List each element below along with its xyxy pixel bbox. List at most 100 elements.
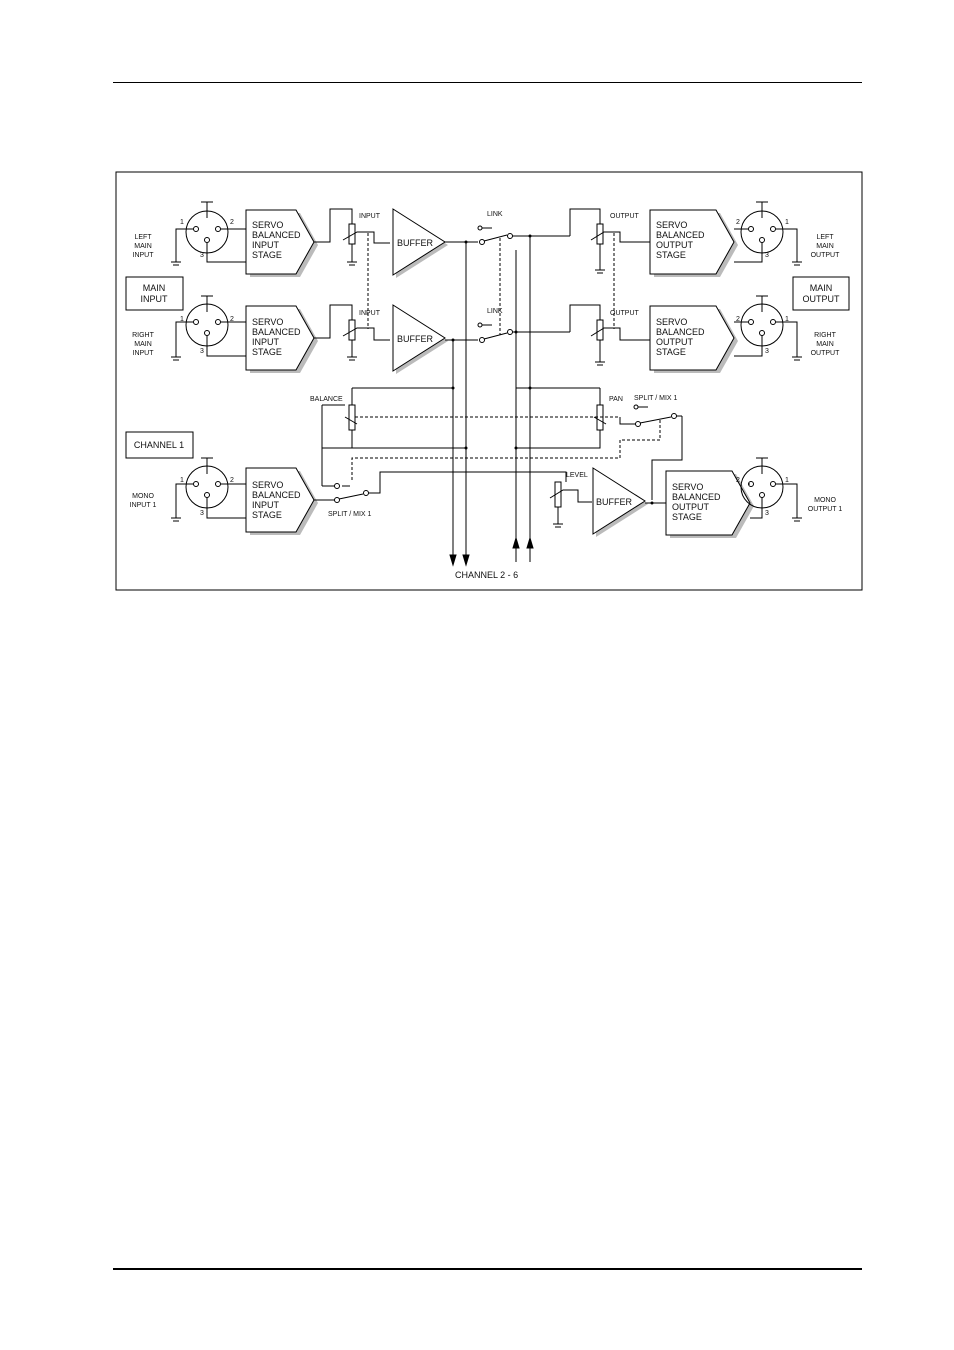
svg-text:OUTPUT: OUTPUT (811, 252, 841, 259)
servo-output-stage-left: SERVO BALANCED OUTPUT STAGE (649, 209, 738, 277)
svg-text:BALANCED: BALANCED (672, 492, 721, 502)
servo-input-stage-right: SERVO BALANCED INPUT STAGE (245, 305, 318, 373)
pin-3: 3 (200, 252, 204, 259)
svg-text:INPUT: INPUT (133, 350, 155, 357)
label-left-main-output: LEFT MAIN OUTPUT (811, 234, 841, 259)
main-output-box: MAIN OUTPUT (792, 276, 850, 311)
label-output: OUTPUT (610, 213, 640, 220)
svg-text:OUTPUT: OUTPUT (656, 240, 694, 250)
output-pot-right (569, 304, 650, 366)
pin-2: 2 (230, 477, 234, 484)
svg-text:STAGE: STAGE (672, 512, 702, 522)
svg-text:MAIN: MAIN (134, 341, 152, 348)
svg-text:INPUT 1: INPUT 1 (130, 502, 157, 509)
svg-text:SERVO: SERVO (252, 220, 283, 230)
servo-output-stage-mono: SERVO BALANCED OUTPUT STAGE (665, 470, 754, 538)
svg-text:STAGE: STAGE (656, 250, 686, 260)
svg-text:OUTPUT: OUTPUT (803, 294, 841, 304)
svg-text:MONO: MONO (814, 497, 836, 504)
svg-text:OUTPUT 1: OUTPUT 1 (808, 506, 843, 513)
pin-1: 1 (180, 219, 184, 226)
label-right-main-input: RIGHT MAIN INPUT (132, 332, 155, 357)
svg-text:BUFFER: BUFFER (596, 497, 633, 507)
pin-3: 3 (200, 348, 204, 355)
pin-2: 2 (736, 316, 740, 323)
svg-text:RIGHT: RIGHT (814, 332, 837, 339)
split-mix-switch-top (633, 404, 683, 500)
servo-input-stage-left: SERVO BALANCED INPUT STAGE (245, 209, 318, 277)
pin-3: 3 (200, 510, 204, 517)
svg-text:MAIN: MAIN (143, 283, 166, 293)
servo-output-stage-right: SERVO BALANCED OUTPUT STAGE (649, 305, 738, 373)
svg-text:RIGHT: RIGHT (132, 332, 155, 339)
pin-3: 3 (765, 252, 769, 259)
svg-text:BALANCED: BALANCED (252, 230, 301, 240)
split-gang (351, 420, 661, 482)
pin-2: 2 (736, 477, 740, 484)
svg-text:LEFT: LEFT (134, 234, 152, 241)
input-pot-left (314, 208, 390, 266)
svg-text:LEFT: LEFT (816, 234, 834, 241)
svg-text:MONO: MONO (132, 493, 154, 500)
xlr-right-main-output (734, 295, 802, 361)
servo-input-stage-mono: SERVO BALANCED INPUT STAGE (245, 467, 318, 535)
svg-text:BALANCED: BALANCED (252, 490, 301, 500)
label-link: LINK (487, 308, 503, 315)
pin-1: 1 (785, 477, 789, 484)
svg-text:SERVO: SERVO (672, 482, 703, 492)
svg-text:MAIN: MAIN (810, 283, 833, 293)
junctions (451, 234, 532, 450)
xlr-right-main-input (171, 295, 248, 361)
label-input: INPUT (359, 310, 381, 317)
svg-text:MAIN: MAIN (134, 243, 152, 250)
main-input-box: MAIN INPUT (125, 276, 184, 311)
pin-3: 3 (765, 348, 769, 355)
svg-text:INPUT: INPUT (252, 240, 280, 250)
label-channel-range: CHANNEL 2 - 6 (455, 570, 518, 580)
svg-text:OUTPUT: OUTPUT (656, 337, 694, 347)
svg-text:MAIN: MAIN (816, 243, 834, 250)
svg-text:BUFFER: BUFFER (397, 238, 434, 248)
label-right-main-output: RIGHT MAIN OUTPUT (811, 332, 841, 357)
svg-text:SERVO: SERVO (656, 317, 687, 327)
svg-text:BUFFER: BUFFER (397, 334, 434, 344)
xlr-left-main-output (734, 201, 802, 266)
pin-1: 1 (180, 477, 184, 484)
svg-text:STAGE: STAGE (656, 347, 686, 357)
svg-text:SERVO: SERVO (656, 220, 687, 230)
bus-wiring (321, 225, 600, 562)
diagram-frame (115, 171, 863, 591)
label-mono-input-1: MONO INPUT 1 (130, 493, 157, 509)
buffer-left: BUFFER (392, 208, 448, 278)
pin-1: 1 (785, 219, 789, 226)
svg-text:INPUT: INPUT (252, 337, 280, 347)
label-left-main-input: LEFT MAIN INPUT (133, 234, 155, 259)
label-split-mix: SPLIT / MIX 1 (328, 511, 372, 518)
svg-text:MAIN: MAIN (816, 341, 834, 348)
level-pot (549, 481, 592, 528)
output-pot-left (569, 208, 650, 274)
svg-text:BALANCED: BALANCED (656, 230, 705, 240)
pin-2: 2 (736, 219, 740, 226)
svg-text:OUTPUT: OUTPUT (811, 350, 841, 357)
label-balance: BALANCE (310, 396, 343, 403)
label-split-mix: SPLIT / MIX 1 (634, 395, 678, 402)
split-mix-switch-mono (314, 471, 567, 503)
svg-text:SERVO: SERVO (252, 317, 283, 327)
buffer-mono: BUFFER (592, 467, 648, 537)
label-input: INPUT (359, 213, 381, 220)
label-mono-output-1: MONO OUTPUT 1 (808, 497, 843, 513)
svg-text:OUTPUT: OUTPUT (672, 502, 710, 512)
svg-text:STAGE: STAGE (252, 510, 282, 520)
label-output: OUTPUT (610, 310, 640, 317)
pin-1: 1 (785, 316, 789, 323)
buffer-right: BUFFER (392, 304, 448, 374)
pin-3: 3 (765, 510, 769, 517)
svg-text:INPUT: INPUT (252, 500, 280, 510)
label-pan: PAN (609, 396, 623, 403)
svg-text:STAGE: STAGE (252, 250, 282, 260)
svg-text:CHANNEL 1: CHANNEL 1 (134, 440, 184, 450)
svg-text:BALANCED: BALANCED (252, 327, 301, 337)
svg-text:INPUT: INPUT (133, 252, 155, 259)
pin-2: 2 (230, 316, 234, 323)
